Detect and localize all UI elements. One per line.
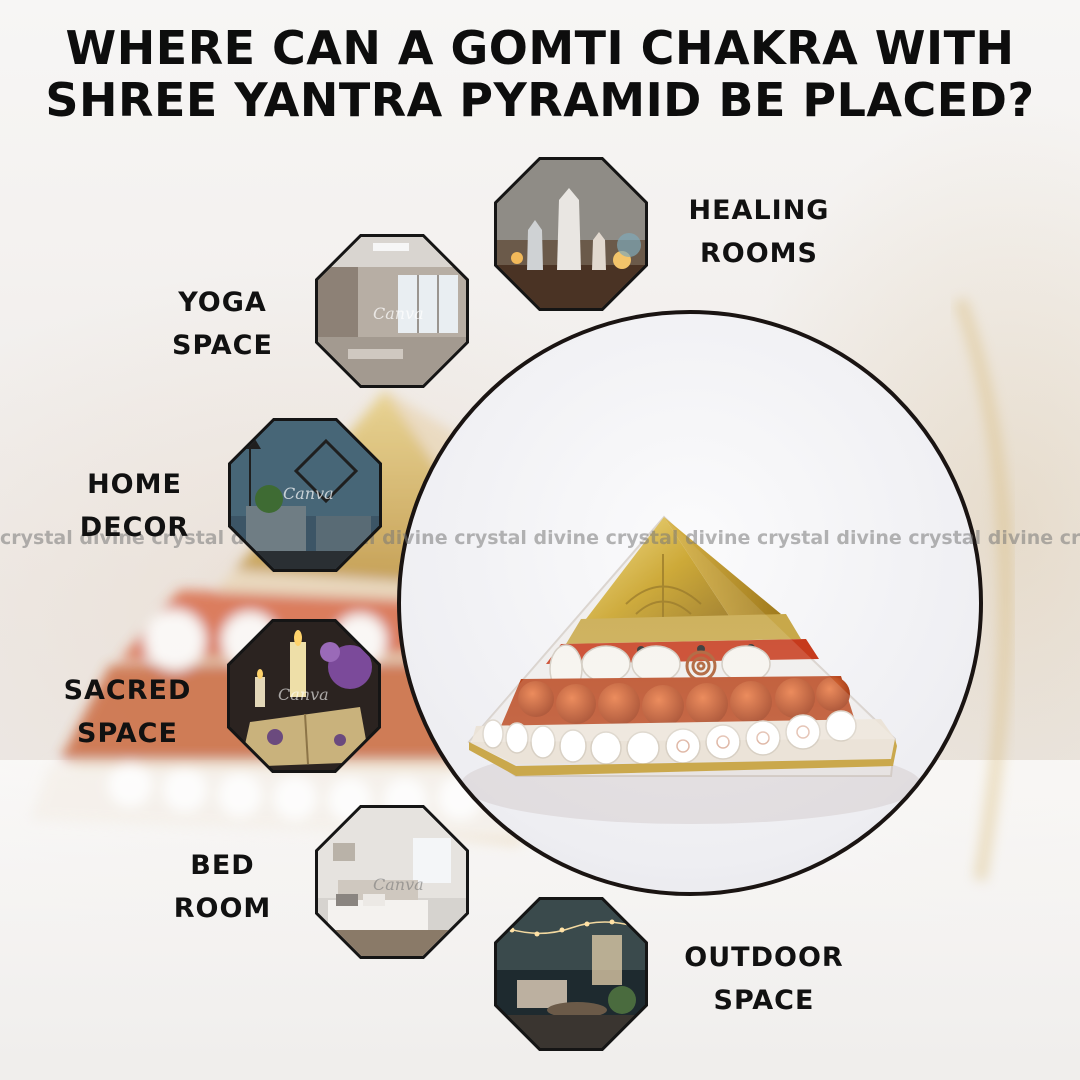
outdoor-space-thumbnail (494, 897, 648, 1051)
thumb-watermark: Canva (283, 484, 334, 503)
home-decor-thumbnail: Canva (228, 418, 382, 572)
thumb-watermark: Canva (373, 304, 424, 323)
yoga-room-image: Canva (318, 237, 466, 385)
title-line-2: SHREE YANTRA PYRAMID BE PLACED? (45, 73, 1035, 127)
label-outdoor-space: OUTDOOR SPACE (684, 942, 844, 1016)
product-photo-circle (397, 310, 983, 896)
thumb-watermark: Canva (278, 685, 329, 704)
label-home-decor: HOME DECOR (79, 469, 190, 543)
label-yoga-space: YOGA SPACE (172, 287, 273, 361)
sacred-space-image: Canva (230, 622, 378, 770)
pyramid-product-image (461, 515, 921, 824)
thumb-watermark: Canva (373, 875, 424, 894)
home-decor-image: Canva (231, 421, 379, 569)
sacred-space-thumbnail: Canva (227, 619, 381, 773)
bedroom-image: Canva (318, 808, 466, 956)
title-line-1: WHERE CAN A GOMTI CHAKRA WITH (65, 21, 1015, 75)
bedroom-thumbnail: Canva (315, 805, 469, 959)
yoga-space-thumbnail: Canva (315, 234, 469, 388)
crystals-image (497, 160, 645, 308)
outdoor-space-image (497, 900, 645, 1048)
healing-rooms-thumbnail (494, 157, 648, 311)
label-healing-rooms: HEALING ROOMS (688, 195, 830, 269)
page-title: WHERE CAN A GOMTI CHAKRA WITH SHREE YANT… (0, 22, 1080, 126)
label-bed-room: BED ROOM (173, 850, 272, 924)
label-sacred-space: SACRED SPACE (63, 675, 192, 749)
